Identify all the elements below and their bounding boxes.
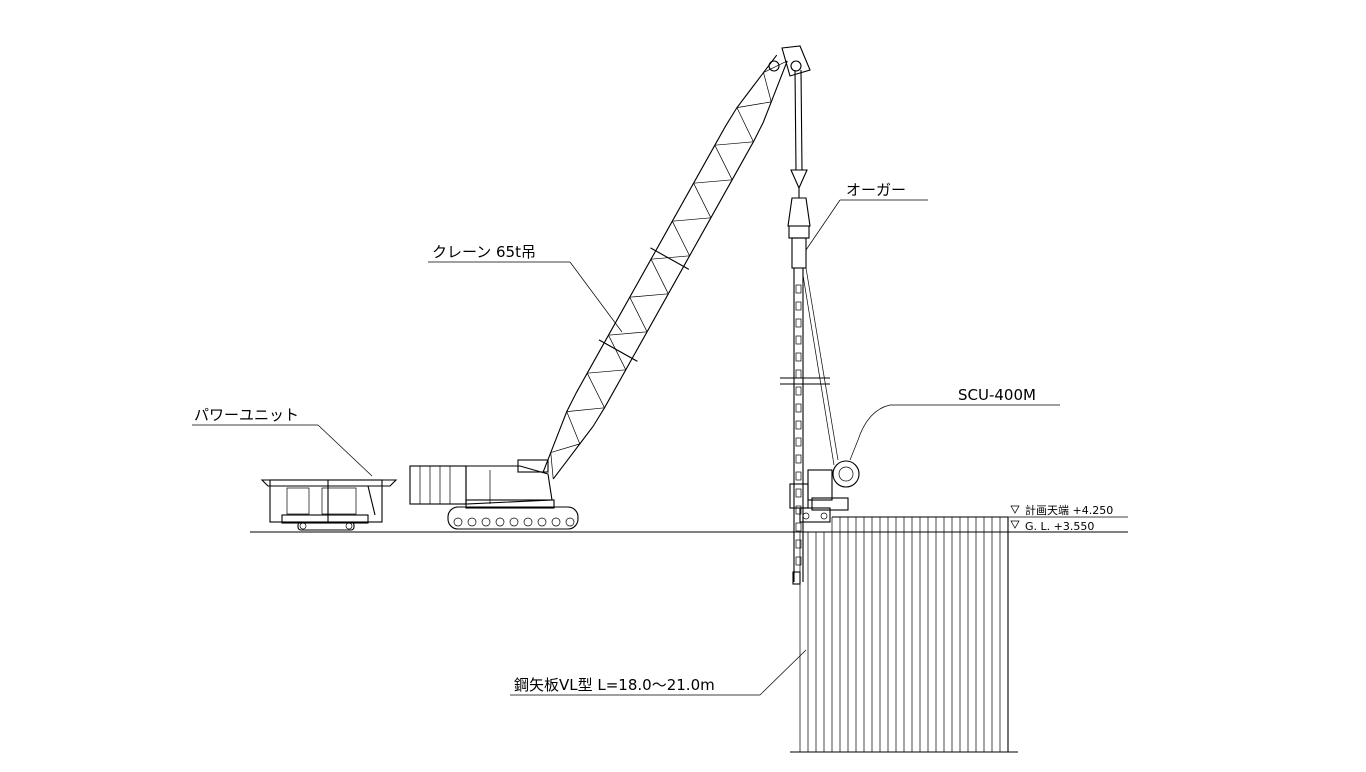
level-markers: 計画天端 +4.250 G. L. +3.550: [1008, 503, 1128, 533]
machine-label: SCU-400M: [958, 386, 1036, 404]
crane-boom: [542, 54, 788, 480]
crane-label: クレーン 65t吊: [432, 243, 536, 261]
sheet-pile-wall: [790, 516, 1018, 753]
ground-level-label: G. L. +3.550: [1025, 520, 1094, 533]
label-leaders: [192, 199, 1060, 696]
boom-head: [768, 45, 811, 198]
auger: [780, 197, 839, 585]
scu-machine: [789, 460, 860, 523]
auger-label: オーガー: [846, 181, 906, 199]
ground-level-triangle-icon: [1010, 520, 1020, 529]
sheet-pile-label: 鋼矢板ⅤL型 L=18.0～21.0m: [514, 676, 715, 694]
power-unit: [260, 479, 398, 531]
planned-top-label: 計画天端 +4.250: [1025, 503, 1113, 517]
crane-body: [409, 459, 579, 530]
power-unit-label: パワーユニット: [194, 406, 299, 424]
planned-top-triangle-icon: [1010, 505, 1020, 514]
